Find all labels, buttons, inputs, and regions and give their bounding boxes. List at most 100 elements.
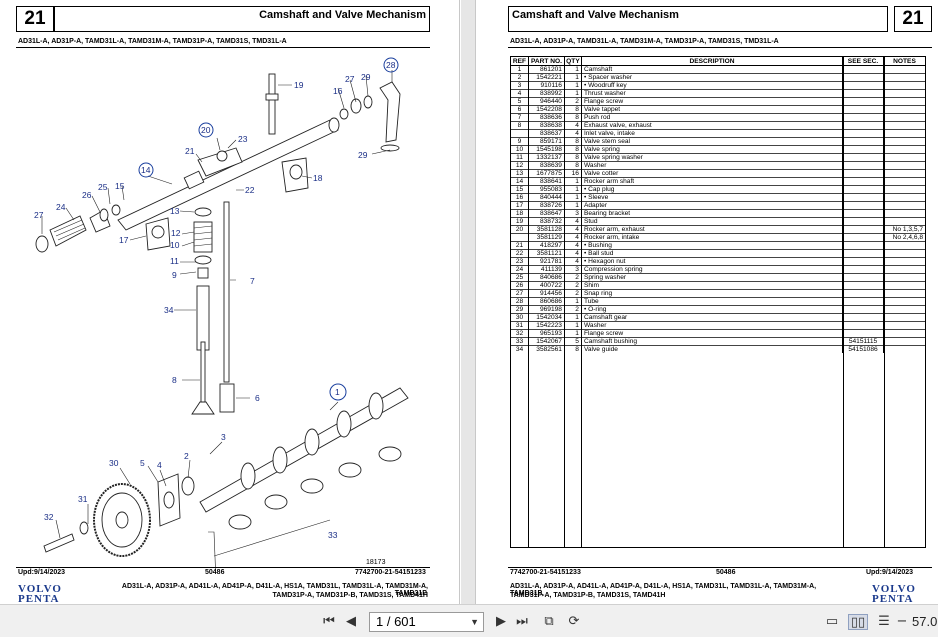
- page-title: Camshaft and Valve Mechanism: [508, 6, 888, 32]
- zoom-level[interactable]: 57.0: [912, 614, 938, 629]
- camshaft-bushings-part: [228, 446, 402, 530]
- callout-6: 6: [255, 393, 260, 403]
- continuous-icon[interactable]: ☰: [878, 614, 890, 629]
- footer-rule: [16, 567, 430, 568]
- table-cell: [882, 313, 927, 322]
- table-cell: [882, 185, 927, 194]
- table-cell: No 1,3,5,7: [882, 225, 927, 234]
- tube-part: [379, 81, 401, 152]
- push-rod-part: [223, 201, 230, 383]
- footer-doc-number: 7742700-21-54151233: [510, 569, 581, 576]
- fit-page-icon[interactable]: ▭: [825, 614, 839, 629]
- valve-part: [191, 341, 215, 415]
- callout-27: 27: [345, 74, 355, 84]
- table-cell: [882, 113, 927, 122]
- table-cell: [882, 209, 927, 218]
- table-cell: No 2,4,6,8: [882, 233, 927, 242]
- table-cell: [882, 145, 927, 154]
- footer-models-line1: AD31L-A, AD31P-A, AD41L-A, AD41P-A, D41L…: [121, 583, 428, 597]
- first-page-icon[interactable]: ⏮: [323, 614, 335, 629]
- callout-11: 11: [170, 256, 179, 266]
- callout-21: 21: [185, 146, 195, 156]
- valve-guide-part: [196, 285, 210, 351]
- exploded-parts-diagram: 19 16 27 29 28 20 23 21 14 18 22 26 25 1…: [34, 57, 409, 570]
- stud-part: [265, 73, 279, 135]
- callout-27b: 27: [34, 210, 44, 220]
- table-cell: [882, 105, 927, 114]
- footer-doc-number: 7742700-21-54151233: [355, 569, 426, 576]
- footer-code: 50486: [716, 569, 736, 576]
- table-cell: [882, 345, 927, 354]
- table-cell: [882, 305, 927, 314]
- parts-table: REF PART NO. QTY DESCRIPTION SEE SEC. NO…: [510, 56, 927, 354]
- volvo-penta-logo: VOLVO PENTA: [872, 583, 916, 605]
- table-cell: [882, 265, 927, 274]
- valve-tappet-part: [219, 383, 235, 413]
- callout-17: 17: [119, 235, 129, 245]
- section-number: 21: [16, 6, 54, 32]
- two-page-icon[interactable]: ▯▯: [848, 614, 868, 630]
- callout-5: 5: [140, 458, 145, 468]
- next-page-icon[interactable]: ▶: [496, 614, 506, 629]
- table-cell: [882, 217, 927, 226]
- rocker-arm-part: [197, 147, 243, 177]
- table-cell: [882, 73, 927, 82]
- table-cell: [882, 121, 927, 130]
- dropdown-icon[interactable]: ▼: [470, 617, 479, 627]
- table-cell: [882, 137, 927, 146]
- previous-page-icon[interactable]: ◀: [346, 614, 356, 629]
- callout-29: 29: [361, 72, 371, 82]
- callout-34: 34: [164, 305, 174, 315]
- callout-1: 1: [335, 387, 340, 397]
- callout-33: 33: [328, 530, 338, 540]
- table-cell: [882, 273, 927, 282]
- compression-spring-part: [49, 215, 87, 247]
- table-cell: [882, 97, 927, 106]
- refresh-icon[interactable]: ⟳: [568, 614, 580, 629]
- camshaft-part: [199, 387, 409, 513]
- callout-14: 14: [141, 165, 151, 175]
- table-cell: [882, 153, 927, 162]
- footer-rule: [508, 567, 932, 568]
- callout-31: 31: [78, 494, 88, 504]
- viewer-toolbar: ⏮ ◀ 1 / 601 ▼ ▶ ⏭ ⧉ ⟳ ▭ ▯▯ ☰ − 57.0: [0, 604, 938, 637]
- callout-24: 24: [56, 202, 66, 212]
- last-page-icon[interactable]: ⏭: [516, 614, 528, 629]
- callout-9: 9: [172, 270, 177, 280]
- copy-icon[interactable]: ⧉: [544, 614, 554, 629]
- callout-25: 25: [98, 182, 108, 192]
- table-cell: [882, 201, 927, 210]
- footer-models-line2: TAMD31P-A, TAMD31P-B, TAMD31S, TAMD41H: [510, 592, 666, 599]
- left-page: 21 Camshaft and Valve Mechanism AD31L-A,…: [0, 0, 460, 605]
- callout-29b: 29: [358, 150, 368, 160]
- callout-19: 19: [294, 80, 304, 90]
- callout-4: 4: [157, 460, 162, 470]
- header-rule: [16, 47, 430, 48]
- page-number-input[interactable]: 1 / 601 ▼: [369, 612, 484, 632]
- table-cell: [882, 337, 927, 346]
- bearing-bracket-part: [281, 157, 309, 193]
- table-cell: [882, 193, 927, 202]
- table-cell: [882, 249, 927, 258]
- callout-13: 13: [170, 206, 180, 216]
- callout-16: 16: [333, 86, 343, 96]
- callout-10: 10: [170, 240, 180, 250]
- zoom-out-icon[interactable]: −: [896, 614, 908, 629]
- model-list: AD31L-A, AD31P-A, TAMD31L-A, TAMD31M-A, …: [510, 38, 779, 45]
